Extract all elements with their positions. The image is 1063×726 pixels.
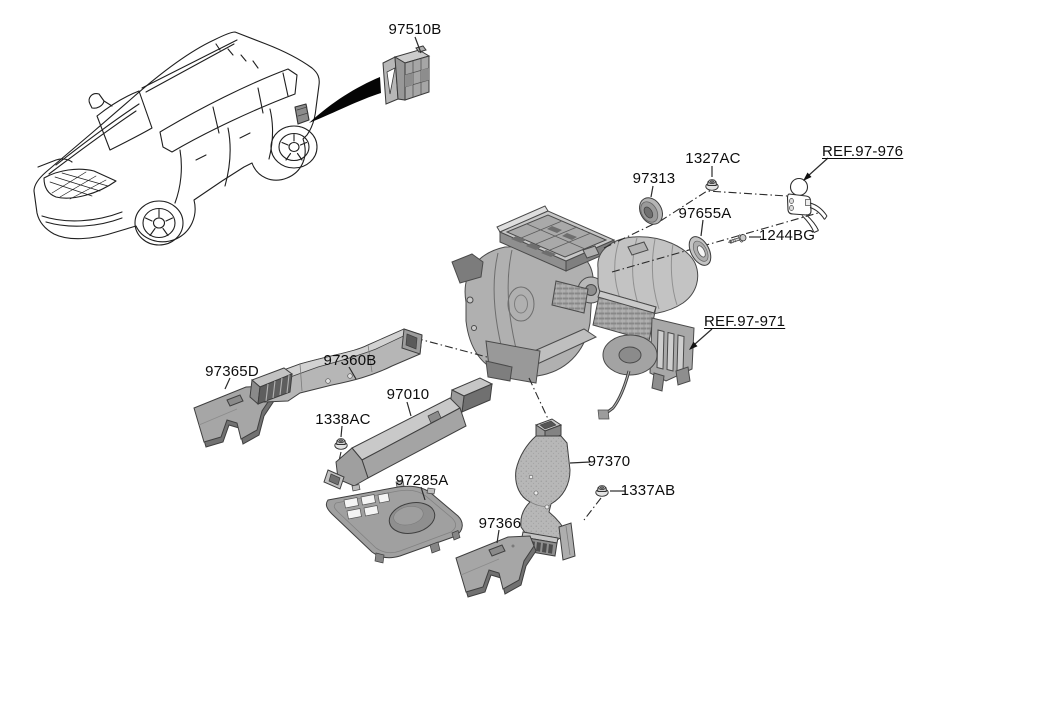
- callout-1327ac[interactable]: 1327AC: [685, 150, 741, 167]
- ref-97-976-connector-drawing: [786, 177, 828, 233]
- car-illustration: [33, 31, 320, 246]
- callout-leader-lines: [224, 36, 829, 544]
- part-1244bg-bolt-drawing: [728, 234, 747, 244]
- callout-1337ab[interactable]: 1337AB: [620, 482, 676, 499]
- callout-ref-97-976[interactable]: REF.97-976: [822, 143, 904, 160]
- callout-97285a[interactable]: 97285A: [395, 472, 449, 489]
- duct-97010-drawing: [323, 377, 494, 490]
- part-97313-grommet-drawing: [639, 197, 663, 225]
- part-97655a-grommet-drawing: [688, 236, 712, 266]
- cover-97285a-drawing: [325, 480, 463, 564]
- callout-97655a[interactable]: 97655A: [678, 205, 732, 222]
- swoosh-arrow: [309, 77, 381, 123]
- callout-ref-97-971[interactable]: REF.97-971: [704, 313, 786, 330]
- callout-97366[interactable]: 97366: [478, 515, 522, 532]
- callout-97313[interactable]: 97313: [632, 170, 676, 187]
- callout-97370[interactable]: 97370: [587, 453, 631, 470]
- ref-976-arrowhead: [803, 172, 812, 181]
- callout-1338ac[interactable]: 1338AC: [315, 411, 371, 428]
- part-1337ab-nut-drawing: [595, 485, 609, 497]
- callout-1244bg[interactable]: 1244BG: [758, 227, 816, 244]
- part-97510b-drawing: [382, 45, 431, 105]
- part-1327ac-nut-drawing: [705, 179, 719, 191]
- hvac-unit-drawing: [451, 205, 699, 420]
- callout-97510b[interactable]: 97510B: [388, 21, 442, 38]
- assembly-dash-lines: [336, 190, 819, 521]
- pad-97366-drawing: [455, 535, 537, 598]
- duct-97360b-drawing: [249, 328, 423, 406]
- ref-971-arrowhead: [689, 341, 698, 350]
- part-1338ac-nut-drawing: [334, 438, 348, 450]
- callout-97360b[interactable]: 97360B: [323, 352, 377, 369]
- callout-97010[interactable]: 97010: [386, 386, 430, 403]
- callout-97365d[interactable]: 97365D: [205, 363, 259, 380]
